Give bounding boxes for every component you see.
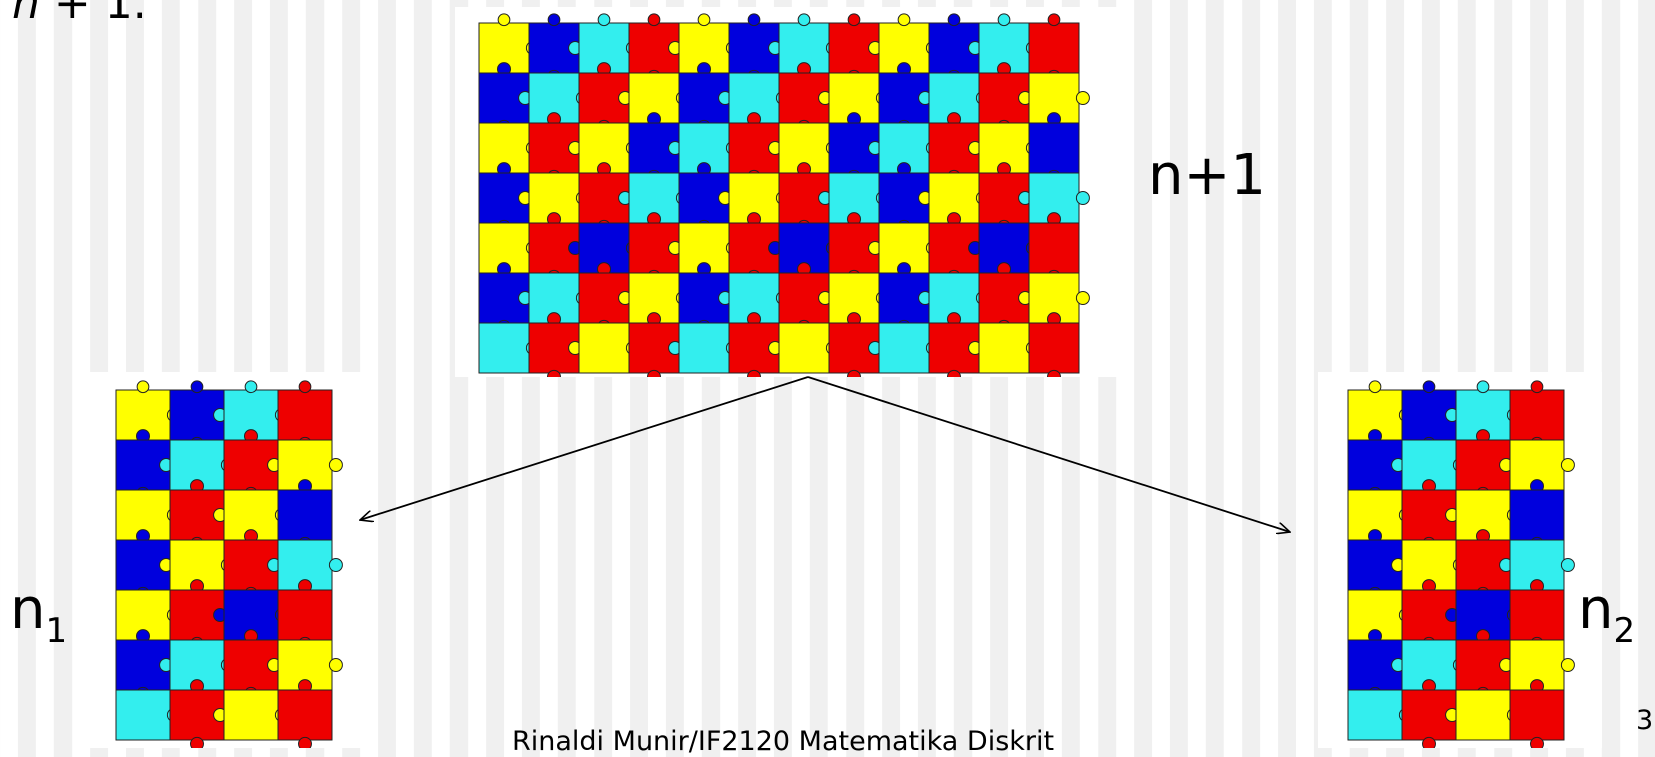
puzzle-part-2-grid bbox=[1318, 372, 1602, 748]
footer-credit: Rinaldi Munir/IF2120 Matematika Diskrit bbox=[512, 726, 1054, 757]
puzzle-piece bbox=[278, 540, 342, 593]
whole-puzzle-grid bbox=[455, 7, 1121, 377]
puzzle-piece bbox=[829, 323, 882, 377]
label-part-1: n1 bbox=[10, 582, 67, 648]
puzzle-piece bbox=[1510, 640, 1574, 693]
puzzle-part-2-image bbox=[1318, 372, 1602, 748]
heading: n + 1. bbox=[12, 0, 147, 29]
puzzle-piece bbox=[278, 640, 342, 693]
puzzle-piece bbox=[729, 323, 782, 377]
puzzle-piece bbox=[1510, 540, 1574, 593]
puzzle-piece bbox=[629, 323, 682, 377]
puzzle-piece bbox=[1029, 273, 1089, 326]
heading-rest: + 1. bbox=[40, 0, 147, 29]
label-whole: n+1 bbox=[1148, 148, 1266, 204]
label-part-2-subscript: 2 bbox=[1614, 611, 1636, 651]
arrow-to-part-1 bbox=[360, 377, 808, 520]
puzzle-piece bbox=[1510, 440, 1574, 493]
puzzle-piece bbox=[278, 440, 342, 493]
puzzle-piece bbox=[1029, 323, 1079, 377]
whole-puzzle-image bbox=[455, 7, 1121, 377]
puzzle-piece bbox=[278, 690, 332, 748]
puzzle-part-1-image bbox=[86, 372, 374, 748]
page-number: 3 bbox=[1636, 705, 1655, 736]
heading-variable: n bbox=[12, 0, 40, 29]
puzzle-piece bbox=[529, 323, 582, 377]
puzzle-piece bbox=[929, 323, 982, 377]
puzzle-piece bbox=[1029, 173, 1089, 226]
label-part-1-base: n bbox=[10, 577, 46, 642]
puzzle-piece bbox=[170, 690, 227, 748]
label-part-2-base: n bbox=[1578, 577, 1614, 642]
puzzle-part-1-grid bbox=[86, 372, 374, 748]
arrow-to-part-2 bbox=[808, 377, 1290, 532]
label-part-1-subscript: 1 bbox=[46, 611, 68, 651]
puzzle-piece bbox=[1029, 73, 1089, 126]
label-part-2: n2 bbox=[1578, 582, 1635, 648]
puzzle-piece bbox=[1510, 690, 1564, 748]
puzzle-piece bbox=[1402, 690, 1459, 748]
